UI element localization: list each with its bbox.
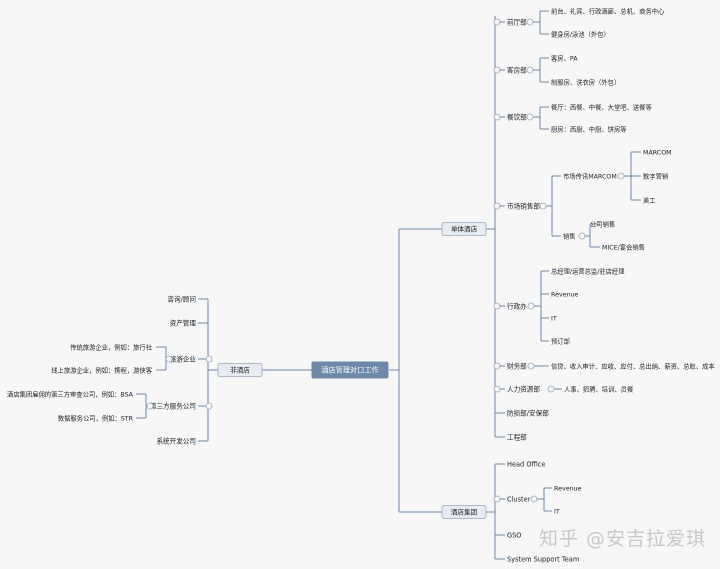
- leaf-label: 信贷、收入审计、应收、应付、总出纳、薪资、总账、成本: [551, 362, 715, 371]
- dept-label: 行政办: [507, 302, 527, 311]
- group-item-label: System Support Team: [507, 556, 579, 564]
- collapse-toggle-icon[interactable]: [617, 172, 625, 180]
- node-non-hotel[interactable]: 非酒店: [217, 363, 263, 377]
- collapse-toggle-icon[interactable]: [539, 202, 547, 210]
- node-hotel-group[interactable]: 酒店集团: [441, 505, 487, 519]
- collapse-toggle-icon[interactable]: [205, 402, 213, 410]
- node-single-hotel-label: 单体酒店: [451, 225, 478, 234]
- sub-label: 销售: [563, 232, 576, 241]
- dept-label: 前厅部: [507, 18, 527, 27]
- leaf-label: 人事、招聘、培训、员餐: [564, 385, 634, 394]
- leaf-label: 总经理/运营总监/驻店经理: [551, 267, 625, 276]
- node-non-hotel-box: [217, 363, 263, 377]
- collapse-toggle-icon[interactable]: [526, 66, 534, 74]
- node-single-hotel-box: [441, 222, 487, 236]
- leaf-label: MARCOM: [643, 150, 672, 157]
- sub-label: 市场传讯MARCOM: [563, 172, 617, 181]
- leaf-label: IT: [551, 316, 557, 323]
- leaf-label: 酒店集团雇佣的第三方审查公司，例如：BSA: [7, 390, 134, 399]
- leaf-label: 预订部: [551, 337, 570, 346]
- leaf-label: 厨房：西厨、中厨、饼房等: [551, 125, 627, 134]
- left-item-label: 系统开发公司: [156, 437, 196, 446]
- leaf-label: 传统旅游企业，例如：旅行社: [70, 343, 153, 352]
- left-item-label: 第三方服务公司: [150, 402, 196, 411]
- collapse-toggle-icon[interactable]: [205, 355, 213, 363]
- dept-label: 客房部: [507, 66, 527, 75]
- group-item-label: Cluster: [507, 496, 531, 504]
- collapse-toggle-icon[interactable]: [493, 385, 501, 393]
- leaf-label: 线上旅游企业，例如：携程，游侠客: [51, 366, 152, 375]
- watermark: 知乎 @安吉拉爱琪: [538, 528, 706, 550]
- leaf-label: 美工: [643, 196, 656, 205]
- leaf-label: MICE/宴会销售: [602, 243, 645, 252]
- leaf-label: 健身房/泳池（外包）: [551, 30, 610, 39]
- collapse-toggle-icon[interactable]: [547, 385, 555, 393]
- collapse-toggle-icon[interactable]: [493, 66, 501, 74]
- dept-label: 市场销售部: [507, 202, 540, 211]
- node-non-hotel-label: 非酒店: [230, 366, 250, 375]
- leaf-label: 前台、礼宾、行政酒廊、总机、商务中心: [551, 7, 665, 16]
- collapse-toggle-icon[interactable]: [493, 495, 501, 503]
- leaf-label: 制服房、洗衣房（外包）: [551, 78, 620, 87]
- dept-label: 财务部: [507, 362, 527, 371]
- collapse-toggle-icon[interactable]: [526, 113, 534, 121]
- collapse-toggle-icon[interactable]: [493, 302, 501, 310]
- node-single-hotel[interactable]: 单体酒店: [441, 222, 487, 236]
- collapse-toggle-icon[interactable]: [578, 232, 586, 240]
- group-item-label: Head Office: [507, 461, 546, 469]
- left-item-label: 咨询/顾问: [167, 295, 196, 304]
- collapse-toggle-icon[interactable]: [165, 355, 173, 363]
- collapse-toggle-icon[interactable]: [493, 362, 501, 370]
- leaf-label: 数字营销: [643, 172, 668, 181]
- dept-label: 工程部: [507, 433, 527, 442]
- leaf-label: Revenue: [554, 486, 582, 493]
- collapse-toggle-icon[interactable]: [493, 202, 501, 210]
- left-item-label: 资产管理: [170, 319, 197, 328]
- collapse-toggle-icon[interactable]: [493, 18, 501, 26]
- leaf-label: 客房、PA: [551, 54, 578, 63]
- leaf-label: 公司销售: [590, 220, 615, 229]
- collapse-toggle-icon[interactable]: [146, 402, 154, 410]
- collapse-toggle-icon[interactable]: [493, 113, 501, 121]
- root-node[interactable]: 酒店管理对口工作: [311, 361, 389, 379]
- dept-label: 防损部/安保部: [507, 409, 549, 418]
- node-hotel-group-box: [441, 505, 487, 519]
- root-node-box: [311, 361, 389, 379]
- leaf-label: Revenue: [551, 292, 579, 299]
- collapse-toggle-icon[interactable]: [526, 18, 534, 26]
- dept-label: 人力资源部: [507, 385, 540, 394]
- left-item-label: 旅游企业: [170, 355, 197, 364]
- node-hotel-group-label: 酒店集团: [451, 508, 478, 517]
- dept-label: 餐饮部: [507, 113, 527, 122]
- leaf-label: 数据服务公司，例如：STR: [58, 414, 134, 423]
- leaf-label: 餐厅：西餐、中餐、大堂吧、送餐等: [551, 103, 652, 112]
- collapse-toggle-icon[interactable]: [527, 362, 535, 370]
- collapse-toggle-icon[interactable]: [527, 302, 535, 310]
- group-item-label: GSO: [507, 532, 522, 540]
- collapse-toggle-icon[interactable]: [530, 495, 538, 503]
- leaf-label: IT: [554, 509, 560, 516]
- root-node-label: 酒店管理对口工作: [321, 366, 379, 375]
